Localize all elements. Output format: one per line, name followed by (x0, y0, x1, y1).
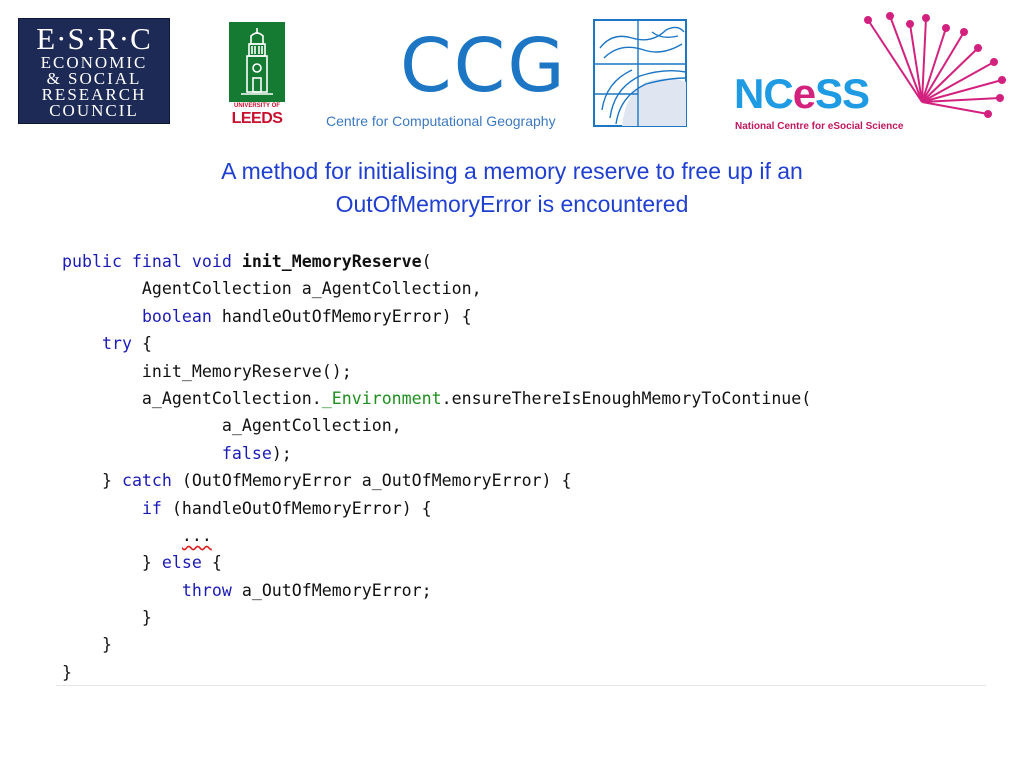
leeds-logo-university: UNIVERSITY OF (234, 103, 280, 109)
slide-title-line-2: OutOfMemoryError is encountered (335, 191, 689, 217)
slide-title-line-1: A method for initialising a memory reser… (221, 158, 803, 184)
code-keyword: throw (181, 580, 232, 600)
code-keyword: false (221, 443, 272, 463)
code-text: { (131, 334, 152, 354)
code-indent (62, 334, 102, 353)
esrc-logo-line-2: & SOCIAL (46, 69, 142, 88)
esrc-logo-line-3: RESEARCH (41, 85, 147, 104)
code-text: a_OutOfMemoryError; (231, 580, 432, 600)
code-indent (62, 526, 182, 545)
code-keyword: else (161, 553, 202, 573)
ncess-logo-subtitle: National Centre for eSocial Science (735, 121, 904, 132)
ncess-logo-wordmark: NCeSS (734, 70, 870, 118)
code-keyword: catch (121, 471, 172, 491)
code-line: boolean handleOutOfMemoryError) { (62, 303, 811, 330)
code-text: } (62, 553, 162, 573)
code-line: public final void init_MemoryReserve( (62, 248, 811, 275)
code-line: } (62, 662, 72, 682)
code-line: } (62, 635, 112, 655)
code-field: _Environment (321, 388, 442, 408)
code-line: a_AgentCollection, (62, 416, 402, 436)
code-text: ( (421, 252, 432, 271)
code-keyword: public final void (62, 252, 242, 271)
code-line: false); (62, 440, 811, 467)
ncess-logo-e: e (792, 70, 816, 117)
code-text: handleOutOfMemoryError) { (211, 306, 472, 326)
slide-title: A method for initialising a memory reser… (100, 155, 924, 221)
ncess-rays-icon (864, 12, 1006, 118)
leeds-logo-name: LEEDS (231, 110, 283, 127)
leeds-logo-emblem (229, 22, 285, 102)
code-text: ); (271, 443, 292, 463)
code-line: ... (62, 522, 811, 549)
code-keyword: boolean (141, 306, 212, 326)
code-text: } (62, 471, 122, 491)
ncess-logo-ss: SS (815, 70, 870, 117)
code-text: { (201, 553, 222, 573)
code-line: a_AgentCollection._Environment.ensureThe… (62, 385, 811, 412)
code-line: try { (62, 330, 811, 357)
esrc-logo: E·S·R·C ECONOMIC & SOCIAL RESEARCH COUNC… (18, 18, 170, 124)
code-line: init_MemoryReserve(); (62, 361, 352, 381)
code-text: (handleOutOfMemoryError) { (161, 498, 432, 518)
code-keyword: if (141, 498, 162, 518)
clock-tower-icon (241, 28, 273, 95)
code-indent (62, 581, 182, 600)
esrc-logo-line-1: ECONOMIC (40, 53, 148, 72)
code-indent (62, 499, 142, 518)
code-text: (OutOfMemoryError a_OutOfMemoryError) { (171, 471, 572, 491)
code-ellipsis: ... (181, 525, 212, 545)
code-text: a_AgentCollection. (62, 388, 322, 408)
code-line: AgentCollection a_AgentCollection, (62, 279, 482, 299)
esrc-logo-line-4: COUNCIL (49, 101, 139, 120)
code-indent (62, 307, 142, 326)
code-block: public final void init_MemoryReserve( Ag… (62, 248, 811, 686)
code-indent (62, 444, 222, 463)
code-line: } else { (62, 549, 811, 576)
esrc-logo-letters: E·S·R·C (36, 21, 152, 56)
code-line: throw a_OutOfMemoryError; (62, 577, 811, 604)
code-bottom-divider (56, 685, 986, 686)
ncess-logo-c: C (763, 70, 793, 117)
code-line: } catch (OutOfMemoryError a_OutOfMemoryE… (62, 467, 811, 494)
code-line: if (handleOutOfMemoryError) { (62, 495, 811, 522)
ccg-logo-letters: CCG (400, 23, 567, 109)
ccg-contour-map-icon (593, 19, 687, 127)
code-text: .ensureThereIsEnoughMemoryToContinue( (441, 388, 812, 408)
ncess-logo-n: N (734, 70, 764, 117)
leeds-logo: UNIVERSITY OF LEEDS (229, 22, 285, 128)
ccg-logo-subtitle: Centre for Computational Geography (326, 113, 556, 129)
code-line: } (62, 608, 152, 628)
code-method-name: init_MemoryReserve (241, 252, 422, 271)
code-keyword: try (101, 334, 132, 354)
